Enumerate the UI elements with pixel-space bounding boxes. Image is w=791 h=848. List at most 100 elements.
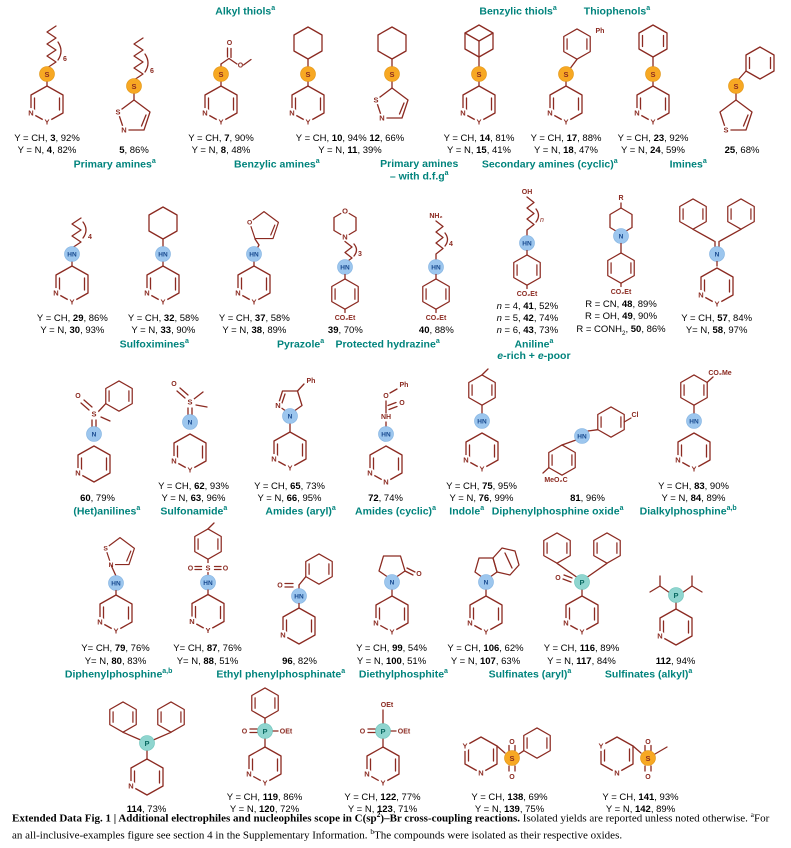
svg-text:Cl: Cl — [631, 412, 638, 419]
category-header-hetanilines: (Het)anilinesa — [73, 505, 141, 518]
svg-text:NH₂: NH₂ — [430, 213, 443, 220]
svg-text:O: O — [509, 739, 515, 746]
structure-cyclohexylthio-thiazole: S — [372, 26, 409, 124]
svg-text:O: O — [509, 774, 515, 781]
structure-diisobutylphosphino-pyridine: P — [648, 575, 703, 646]
svg-text:O: O — [75, 393, 81, 400]
svg-text:CO₂Et: CO₂Et — [517, 291, 538, 298]
yield-text: Y = CH, 7, 90% Y = N, 8, 48% — [188, 133, 254, 157]
svg-text:O: O — [555, 575, 561, 582]
figure-caption: Extended Data Fig. 1 | Additional electr… — [12, 810, 770, 842]
svg-text:OEt: OEt — [380, 702, 393, 709]
yield-text: Y = CH, 116, 89% Y = N, 117, 84% — [543, 643, 620, 667]
svg-text:R: R — [618, 195, 623, 202]
yield-text: 39, 70% — [327, 325, 363, 337]
yield-text: Y = CH, 99, 54% Y = N, 100, 51% — [356, 643, 427, 667]
structure-methylsulfonyl-pyridine: O O S — [594, 736, 668, 781]
structure-indolyl-pyridine: N — [463, 547, 520, 639]
svg-text:S: S — [733, 82, 738, 91]
compound-cell-138-139: O O S Y = CH, 138, 69% Y = N, 139, 75% — [457, 711, 563, 817]
svg-text:CO₂Me: CO₂Me — [708, 370, 731, 377]
svg-text:NH: NH — [380, 414, 390, 421]
category-header-sulfinates-aryl: Sulfinates (aryl)a — [488, 668, 572, 681]
category-header-thiophenols: Thiophenolsa — [583, 5, 651, 18]
category-header-sulfinates-alkyl: Sulfinates (alkyl)a — [604, 668, 693, 681]
category-header-dialkylphosphine: Dialkylphosphinea,b — [639, 505, 737, 518]
structure-pyrrolidinonyl-pyridine: O N — [369, 555, 422, 639]
yield-text: Y = CH, 141, 93% Y = N, 142, 89% — [602, 792, 679, 816]
yield-text: Y = CH, 3, 92% Y = N, 4, 82% — [14, 133, 80, 157]
svg-text:HN: HN — [111, 581, 121, 588]
row3-headers: Sulfoximinesa Pyrazolea Protected hydraz… — [0, 338, 791, 364]
figure-row-amides-phosphines: (Het)anilinesa Sulfonamidea Amides (aryl… — [0, 505, 791, 668]
compound-cell-106-107: N Y = CH, 106, 62% Y = N, 107, 63% — [442, 536, 530, 668]
structure-phenylthio-thiophene: S — [719, 46, 775, 136]
yield-text: Y = CH, 62, 93% Y = N, 63, 96% — [158, 480, 229, 505]
structure-tosylamido-pyridine: O O S HN — [185, 522, 228, 637]
yield-text: Y = CH, 122, 77% Y = N, 123, 71% — [344, 792, 421, 816]
compound-cell-87-88: O O S HN Y= CH, 87, 76% Y= N, 88, 51% — [166, 520, 250, 668]
yield-text: Y = CH, 138, 69% Y = N, 139, 75% — [471, 792, 548, 816]
structure-hexylthio-thiazole: 6 S — [114, 37, 154, 136]
yield-text: Y = CH, 32, 58% Y = N, 33, 90% — [127, 313, 199, 337]
structure-diphenylimino-pyridine: N — [678, 198, 755, 310]
yield-text: 112, 94% — [655, 655, 696, 667]
svg-text:6: 6 — [150, 68, 154, 75]
category-header-secondary-amines: Secondary amines (cyclic)a — [481, 157, 618, 171]
structure-butylamino-pyridine: 4 HN — [50, 217, 92, 308]
svg-text:S: S — [509, 754, 514, 763]
row5-headers: Diphenylphosphinea,b Ethyl phenylphosphi… — [0, 668, 791, 683]
svg-text:HN: HN — [689, 418, 699, 425]
compound-cell-5: 6 S 5, 86% — [92, 32, 176, 157]
svg-text:P: P — [579, 578, 584, 587]
svg-text:6: 6 — [63, 56, 67, 63]
svg-text:S: S — [650, 70, 655, 79]
category-header-benzylic-thiols: Benzylic thiolsa — [479, 5, 557, 18]
svg-text:HN: HN — [381, 432, 391, 439]
compound-cell-57-58: N Y = CH, 57, 84% Y= N, 58, 97% — [673, 194, 761, 338]
figure-row-thiols: Alkyl thiolsa Benzylic thiolsa Thiopheno… — [0, 5, 791, 158]
compound-cell-3-4: 6 S Y = CH, 3, 92% Y = N, 4, 82% — [5, 20, 89, 158]
svg-text:MeO₂C: MeO₂C — [544, 477, 567, 484]
structure-diethylphosphite-pyridine: OEt O OEt P — [359, 702, 410, 789]
svg-text:HN: HN — [477, 418, 487, 425]
structure-phenylthio-pyridine: S — [631, 24, 670, 128]
svg-text:n: n — [540, 217, 544, 224]
yield-text: Y = CH, 17, 88% Y = N, 18, 47% — [530, 133, 602, 157]
svg-text:S: S — [205, 564, 210, 573]
svg-text:O: O — [277, 582, 283, 589]
category-header-amides-aryl: Amides (aryl)a — [265, 505, 336, 518]
yield-text: Y = CH, 23, 92% Y = N, 24, 59% — [617, 133, 689, 157]
compound-cell-116-117: O P Y = CH, 116, 89% Y = N, 117, 84% — [538, 526, 626, 668]
yield-text: 25, 68% — [724, 145, 760, 157]
structure-diphenylphosphino-pyridine: P — [108, 701, 185, 797]
yield-text: 5, 86% — [119, 145, 149, 157]
row4-headers: (Het)anilinesa Sulfonamidea Amides (aryl… — [0, 505, 791, 520]
structure-hydroxyalkylamino-benzoate: OH n HN CO₂Et — [513, 189, 544, 298]
category-header-protected-hydrazine: Protected hydrazinea — [335, 337, 440, 351]
yield-text: Y = CH, 119, 86% Y = N, 120, 72% — [226, 792, 303, 816]
compound-cell-17-18: Ph S Y = CH, 17, 88% Y = N, 18, 47% — [524, 20, 608, 158]
svg-text:S: S — [131, 82, 136, 91]
compound-cell-75-76: HN Y = CH, 75, 95% Y = N, 76, 99% — [440, 366, 524, 506]
structure-phenylsulfoximine-pyridine: O S N — [71, 380, 133, 483]
compound-cell-25: S 25, 68% — [698, 32, 786, 157]
structure-phenylsulfonyl-pyridine: O O S — [458, 727, 551, 781]
compound-cell-112: P 112, 94% — [634, 553, 718, 668]
yield-text: Y = CH, 65, 73% Y = N, 66, 95% — [254, 480, 325, 505]
yield-text: 81, 96% — [570, 493, 605, 505]
category-header-indole: Indolea — [449, 505, 485, 518]
svg-text:HN: HN — [68, 252, 78, 259]
svg-text:N: N — [187, 419, 192, 426]
svg-text:N: N — [275, 401, 280, 410]
compound-cell-79-80: HN Y= CH, 79, 76% Y= N, 80, 83% — [74, 532, 158, 668]
svg-text:4: 4 — [449, 241, 453, 248]
svg-text:O: O — [241, 729, 247, 736]
compound-cell-122-123: OEt O OEt P Y = CH, 122, 77% Y = N, 123,… — [339, 683, 427, 817]
svg-text:OEt: OEt — [397, 729, 410, 736]
svg-text:3: 3 — [358, 251, 362, 258]
yield-text: 114, 73% — [126, 804, 167, 816]
svg-text:HN: HN — [523, 240, 533, 247]
